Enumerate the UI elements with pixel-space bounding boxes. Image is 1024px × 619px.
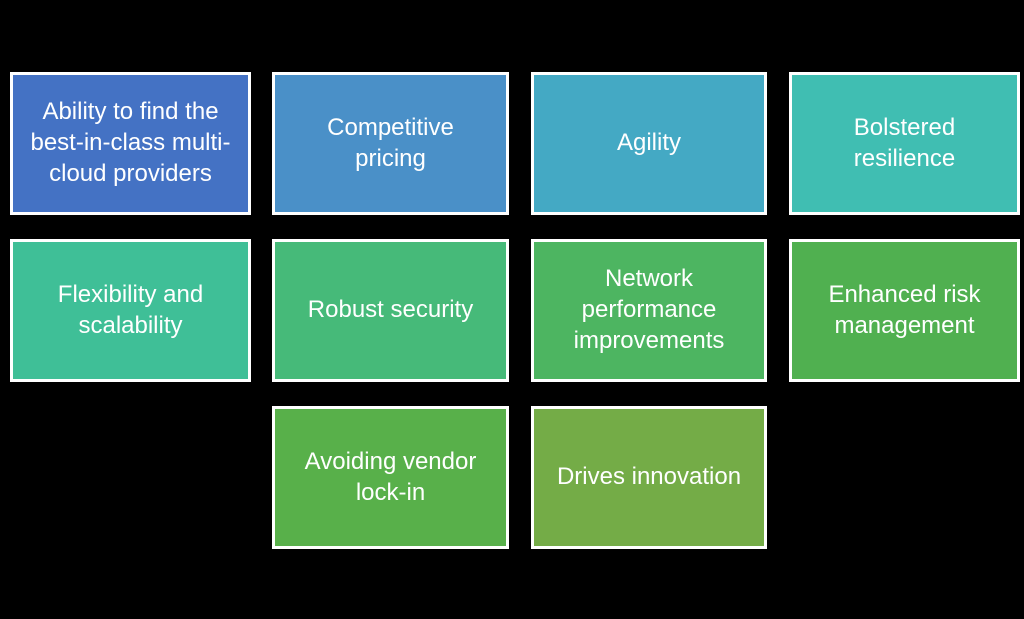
benefit-box-flexibility-scalability: Flexibility and scalability — [10, 239, 251, 382]
benefit-label: Enhanced risk management — [828, 280, 981, 339]
benefit-box-competitive-pricing: Competitive pricing — [272, 72, 509, 215]
benefit-label: Network performance improvements — [573, 265, 725, 354]
benefit-box-avoiding-vendor-lock-in: Avoiding vendor lock-in — [272, 406, 509, 549]
benefit-label: Competitive pricing — [327, 113, 454, 172]
benefit-label: Flexibility and scalability — [57, 280, 204, 339]
benefit-label: Ability to find the best-in-class multi-… — [30, 98, 231, 187]
benefit-box-agility: Agility — [531, 72, 767, 215]
benefit-box-enhanced-risk-management: Enhanced risk management — [789, 239, 1020, 382]
benefit-box-bolstered-resilience: Bolstered resilience — [789, 72, 1020, 215]
benefit-box-network-performance: Network performance improvements — [531, 239, 767, 382]
benefit-box-drives-innovation: Drives innovation — [531, 406, 767, 549]
benefit-box-best-in-class-providers: Ability to find the best-in-class multi-… — [10, 72, 251, 215]
benefit-label: Drives innovation — [556, 463, 742, 491]
benefit-box-robust-security: Robust security — [272, 239, 509, 382]
benefit-label: Bolstered resilience — [853, 113, 956, 172]
benefit-label: Agility — [616, 129, 682, 157]
benefit-label: Avoiding vendor lock-in — [304, 447, 477, 506]
benefit-label: Robust security — [307, 296, 474, 324]
